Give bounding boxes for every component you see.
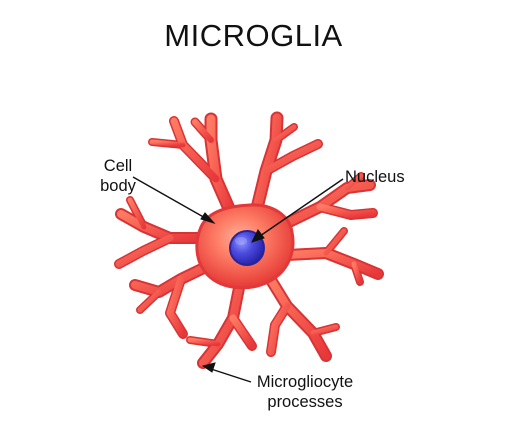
processes-label-line-2: processes — [267, 393, 343, 411]
diagram-title: MICROGLIA — [164, 18, 343, 53]
cell-body-arrowhead — [200, 212, 216, 225]
nucleus-arrow — [259, 178, 344, 237]
cell-body-arrow — [132, 176, 208, 220]
processes-arrowhead — [201, 362, 216, 373]
processes-arrow — [210, 368, 252, 383]
nucleus-arrowhead — [251, 229, 265, 243]
cell-body-label-line-1: Cell — [103, 157, 133, 175]
processes-label-line-1: Microgliocyte — [256, 373, 354, 391]
nucleus-label: Nucleus — [345, 168, 405, 186]
cell-body-label-line-2: body — [100, 177, 136, 195]
microgliocyte-processes-label: Microgliocyte processes — [250, 372, 360, 412]
cell-body-label: Cell body — [88, 156, 148, 196]
annotation-arrows — [132, 176, 344, 383]
microglia-cell — [114, 111, 384, 369]
